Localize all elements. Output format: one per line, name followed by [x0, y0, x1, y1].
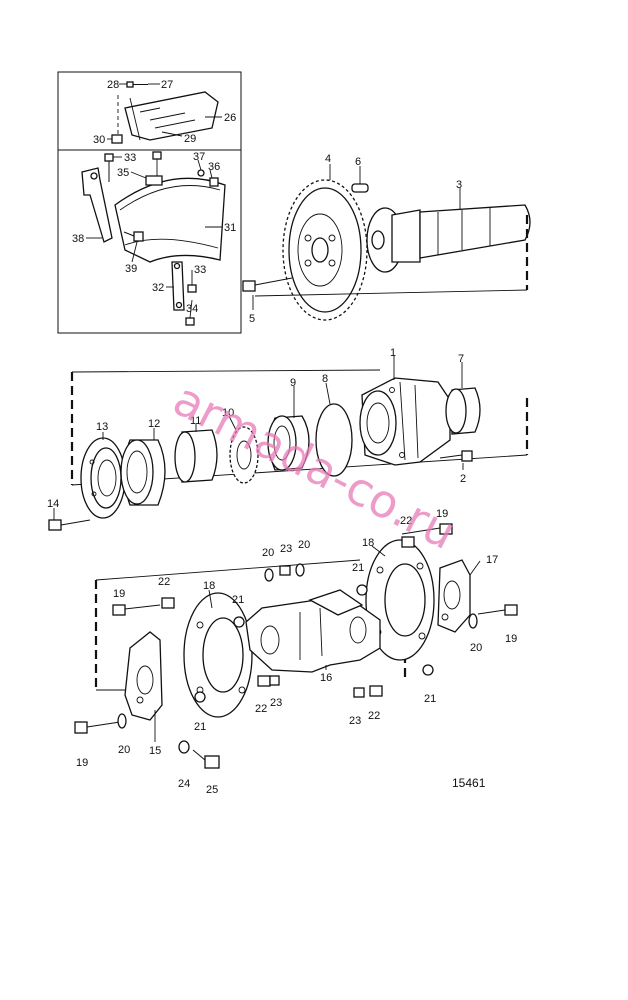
- bolt-39: [123, 231, 144, 242]
- callout-2: 2: [460, 473, 466, 485]
- guard-plate-26: [117, 91, 219, 141]
- callout-22-bottom: 22: [368, 710, 380, 722]
- plate-18-left: [183, 592, 253, 718]
- o-ring-8: [315, 403, 353, 477]
- callout-19-top-right: 19: [436, 508, 448, 520]
- inset-box-bottom: [57, 149, 242, 334]
- callout-3: 3: [456, 179, 462, 191]
- callout-20-a: 20: [262, 547, 274, 559]
- callout-27: 27: [161, 79, 173, 91]
- bracket-17: [437, 559, 471, 633]
- callout-10: 10: [222, 407, 234, 419]
- nut-30: [111, 134, 123, 144]
- sleeve-11: [174, 429, 218, 483]
- callout-20-right: 20: [470, 642, 482, 654]
- timing-gear-4: [282, 179, 368, 321]
- callout-23-a: 23: [280, 543, 292, 555]
- screw-2: [439, 450, 473, 462]
- plate-18-right: [365, 539, 435, 661]
- callout-5: 5: [249, 313, 255, 325]
- callout-8: 8: [322, 373, 328, 385]
- callout-16: 16: [320, 672, 332, 684]
- callout-30: 30: [93, 134, 105, 146]
- bolt-5: [242, 277, 293, 292]
- callout-32: 32: [152, 282, 164, 294]
- figure-number: 15461: [452, 776, 486, 790]
- callout-33-top: 33: [124, 152, 136, 164]
- strap-32: [171, 261, 185, 311]
- callout-37: 37: [193, 151, 205, 163]
- callout-7: 7: [458, 353, 464, 365]
- callout-33-bottom: 33: [194, 264, 206, 276]
- callout-12: 12: [148, 418, 160, 430]
- bolts-19: [74, 523, 518, 734]
- callout-22-top-right: 22: [400, 515, 412, 527]
- key-6: [351, 183, 369, 193]
- washers-20: [117, 563, 478, 729]
- callout-21-a: 21: [232, 594, 244, 606]
- bracket-16: [245, 589, 381, 673]
- callout-23-c: 23: [349, 715, 361, 727]
- callout-13: 13: [96, 421, 108, 433]
- nuts-22-23: [161, 536, 415, 698]
- callout-4: 4: [325, 153, 331, 165]
- callout-18-left: 18: [203, 580, 215, 592]
- washers-21: [194, 584, 434, 703]
- callout-17: 17: [486, 554, 498, 566]
- washer-24-bolt-25: [178, 740, 220, 769]
- gear-10: [229, 426, 259, 484]
- callout-31: 31: [224, 222, 236, 234]
- callout-22-mid: 22: [255, 703, 267, 715]
- callout-21-d: 21: [424, 693, 436, 705]
- callout-29: 29: [184, 133, 196, 145]
- callout-22-left: 22: [158, 576, 170, 588]
- cover-31: [114, 177, 226, 263]
- callout-34: 34: [186, 303, 198, 315]
- callout-20-b: 20: [298, 539, 310, 551]
- clip-35-36-37: [145, 169, 219, 187]
- callout-39: 39: [125, 263, 137, 275]
- callout-21-c: 21: [194, 721, 206, 733]
- bearing-12: [120, 439, 166, 506]
- callout-21-b: 21: [352, 562, 364, 574]
- screw-27-28: [126, 81, 148, 88]
- callout-38: 38: [72, 233, 84, 245]
- screw-14: [48, 519, 91, 531]
- camshaft-3: [366, 204, 531, 273]
- callout-36: 36: [208, 161, 220, 173]
- callout-14: 14: [47, 498, 59, 510]
- seal-ring-13: [80, 437, 126, 519]
- bracket-38: [81, 167, 113, 243]
- callout-9: 9: [290, 377, 296, 389]
- callout-6: 6: [355, 156, 361, 168]
- callout-15: 15: [149, 745, 161, 757]
- callout-11: 11: [190, 415, 201, 427]
- callout-labels: 1 2 3 4 5 6 7 8 9 10 11 12 13 14 15 16 1…: [47, 79, 517, 796]
- callout-19-bottom: 19: [76, 757, 88, 769]
- callout-25: 25: [206, 784, 218, 796]
- callout-19-right: 19: [505, 633, 517, 645]
- callout-20-bottom: 20: [118, 744, 130, 756]
- callout-28: 28: [107, 79, 119, 91]
- callout-35: 35: [117, 167, 129, 179]
- callout-23-b: 23: [270, 697, 282, 709]
- callout-18-right: 18: [362, 537, 374, 549]
- callout-26: 26: [224, 112, 236, 124]
- row1-dashed-frame: [254, 215, 529, 297]
- callout-1: 1: [390, 347, 396, 359]
- housing-1: [359, 377, 451, 466]
- callout-24: 24: [178, 778, 190, 790]
- callout-19-left: 19: [113, 588, 125, 600]
- seal-7: [445, 387, 481, 435]
- bearing-9: [267, 415, 310, 471]
- bracket-15: [124, 631, 163, 721]
- leader-lines: [53, 83, 481, 742]
